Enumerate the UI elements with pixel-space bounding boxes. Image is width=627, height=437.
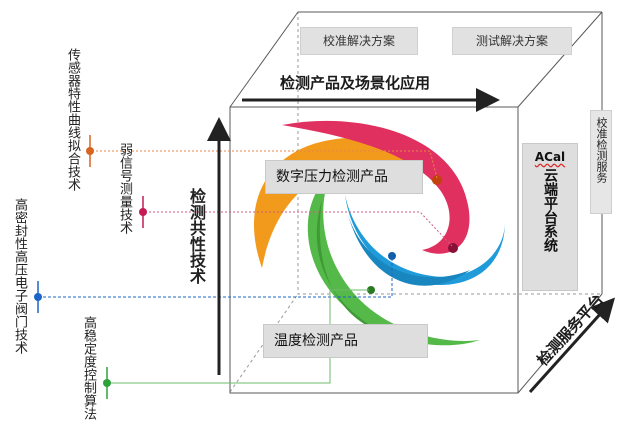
technology-markers [34,135,147,399]
product-temperature: 温度检测产品 [263,324,428,358]
connector-blue [38,256,393,298]
tech-dot-blue [34,293,42,301]
cloud-platform-box: ACal 云端平台系统 [522,143,578,291]
tech-dot-orange [86,147,94,155]
product-digital-pressure: 数字压力检测产品 [265,160,423,194]
tech-label-weak-signal: 弱信号测量技术 [117,143,132,234]
swirl-green [307,175,480,346]
tab-calibration-solution: 校准解决方案 [300,27,418,55]
horizontal-axis-label: 检测产品及场景化应用 [280,74,431,92]
swirl-marker-green [367,286,375,294]
tech-label-high-seal-valve: 高密封性高压电子阀门技术 [12,198,27,354]
tech-dot-green [103,379,111,387]
tech-dot-pink [139,208,147,216]
cloud-platform-subtitle: 云端平台系统 [542,168,558,252]
swirl-pink [282,120,470,254]
tech-label-stable-control: 高稳定度控制算法 [81,316,96,420]
side-service-label: 校准检测服务 [595,117,608,183]
vertical-axis-label: 检测共性技术 [187,188,206,284]
connector-orange [92,150,438,179]
side-service-box: 校准检测服务 [590,110,612,214]
tab-testing-solution: 测试解决方案 [452,27,572,55]
swirl-marker-blue [388,252,396,260]
swirl-marker-orange [432,175,442,185]
diagonal-arrow [528,297,616,394]
swirl-marker-pink [448,243,458,253]
cloud-platform-title: ACal [534,150,566,164]
swirl-graphic [253,120,505,346]
tech-label-sensor-curve-fitting: 传感器特性曲线拟合技术 [65,48,80,191]
swirl-blue [345,195,505,285]
